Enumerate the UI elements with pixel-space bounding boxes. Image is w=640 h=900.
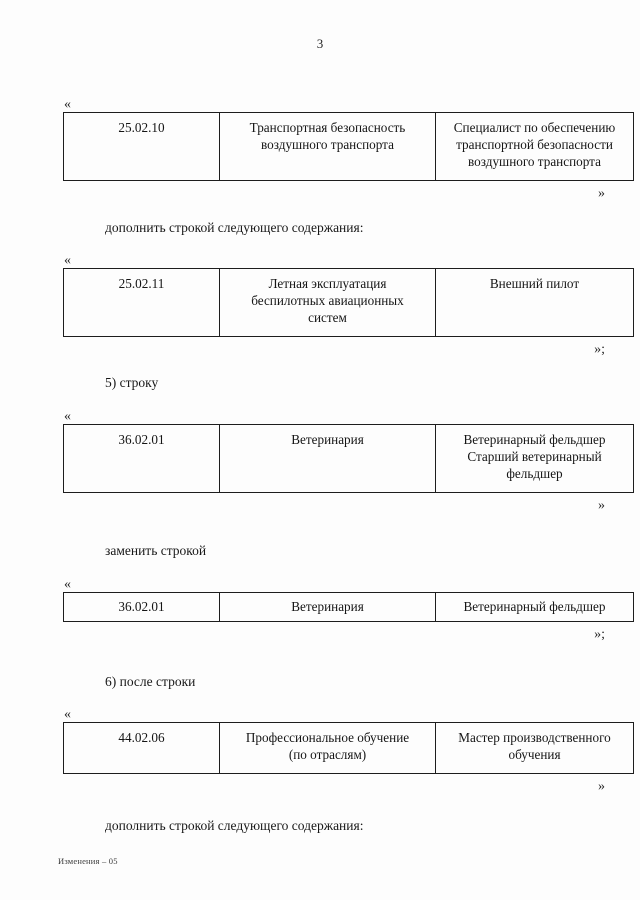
- cell-qualification: Специалист по обеспечению транспортной б…: [435, 112, 634, 181]
- cell-line: Мастер производственного: [458, 730, 611, 745]
- close-quote-mark-2: »;: [594, 342, 605, 357]
- page-number: 3: [316, 36, 324, 51]
- cell-code: 44.02.06: [63, 722, 220, 774]
- table-44-02-06: 44.02.06 Профессиональное обучение (по о…: [63, 722, 634, 774]
- cell-line: (по отраслям): [288, 747, 367, 762]
- cell-line: Специалист по обеспечению: [453, 120, 616, 135]
- open-quote-mark-5: «: [64, 707, 71, 722]
- quoted-block-5: « 44.02.06 Профессиональное обучение (по…: [63, 707, 634, 795]
- quoted-block-3: « 36.02.01 Ветеринария Ветеринарный фель…: [63, 409, 634, 514]
- cell-name: Летная эксплуатация беспилотных авиацион…: [219, 268, 436, 337]
- table-row: 36.02.01 Ветеринария Ветеринарный фельдш…: [63, 592, 634, 622]
- cell-qualification: Внешний пилот: [435, 268, 634, 337]
- cell-line: фельдшер: [506, 466, 563, 481]
- cell-line: беспилотных авиационных: [251, 293, 404, 308]
- close-quote-mark-3: »: [598, 498, 605, 513]
- cell-line: Профессиональное обучение: [245, 730, 410, 745]
- cell-qualification: Ветеринарный фельдшер Старший ветеринарн…: [435, 424, 634, 493]
- cell-line: транспортной безопасности: [456, 137, 613, 152]
- open-quote-mark-3: «: [64, 409, 71, 424]
- footer-revision-note: Изменения – 05: [58, 856, 118, 866]
- cell-line: воздушного транспорта: [468, 154, 601, 169]
- cell-code: 25.02.11: [63, 268, 220, 337]
- close-quote-mark-1: »: [598, 186, 605, 201]
- table-36-02-01-old: 36.02.01 Ветеринария Ветеринарный фельдш…: [63, 424, 634, 493]
- cell-name: Профессиональное обучение (по отраслям): [219, 722, 436, 774]
- table-25-02-10: 25.02.10 Транспортная безопасность возду…: [63, 112, 634, 181]
- table-row: 25.02.10 Транспортная безопасность возду…: [63, 112, 634, 181]
- cell-line: Ветеринарный фельдшер: [463, 432, 606, 447]
- cell-name: Транспортная безопасность воздушного тра…: [219, 112, 436, 181]
- cell-name: Ветеринария: [219, 592, 436, 622]
- cell-qualification: Мастер производственного обучения: [435, 722, 634, 774]
- cell-code: 36.02.01: [63, 424, 220, 493]
- cell-line: воздушного транспорта: [261, 137, 394, 152]
- table-25-02-11: 25.02.11 Летная эксплуатация беспилотных…: [63, 268, 634, 337]
- quoted-block-1: « 25.02.10 Транспортная безопасность воз…: [63, 97, 634, 202]
- paragraph-item-5: 5) строку: [105, 375, 159, 390]
- paragraph-item-6: 6) после строки: [105, 674, 196, 689]
- table-row: 25.02.11 Летная эксплуатация беспилотных…: [63, 268, 634, 337]
- paragraph-add-row-1: дополнить строкой следующего содержания:: [105, 220, 364, 235]
- cell-line: Старший ветеринарный: [467, 449, 602, 464]
- cell-line: Ветеринарный фельдшер: [463, 599, 606, 614]
- close-quote-mark-4: »;: [594, 627, 605, 642]
- open-quote-mark-4: «: [64, 577, 71, 592]
- cell-code: 25.02.10: [63, 112, 220, 181]
- cell-line: систем: [308, 310, 347, 325]
- cell-line: Транспортная безопасность: [249, 120, 406, 135]
- cell-code: 36.02.01: [63, 592, 220, 622]
- cell-line: Внешний пилот: [489, 276, 580, 291]
- cell-qualification: Ветеринарный фельдшер: [435, 592, 634, 622]
- quoted-block-4: « 36.02.01 Ветеринария Ветеринарный фель…: [63, 577, 634, 643]
- cell-line: обучения: [508, 747, 561, 762]
- cell-line: Ветеринария: [291, 599, 364, 614]
- paragraph-add-row-2: дополнить строкой следующего содержания:: [105, 818, 364, 833]
- close-quote-mark-5: »: [598, 779, 605, 794]
- table-row: 36.02.01 Ветеринария Ветеринарный фельдш…: [63, 424, 634, 493]
- cell-name: Ветеринария: [219, 424, 436, 493]
- paragraph-replace-row: заменить строкой: [105, 543, 207, 558]
- table-row: 44.02.06 Профессиональное обучение (по о…: [63, 722, 634, 774]
- table-36-02-01-new: 36.02.01 Ветеринария Ветеринарный фельдш…: [63, 592, 634, 622]
- open-quote-mark-2: «: [64, 253, 71, 268]
- cell-line: Летная эксплуатация: [268, 276, 387, 291]
- quoted-block-2: « 25.02.11 Летная эксплуатация беспилотн…: [63, 253, 634, 358]
- cell-line: Ветеринария: [291, 432, 364, 447]
- open-quote-mark-1: «: [64, 97, 71, 112]
